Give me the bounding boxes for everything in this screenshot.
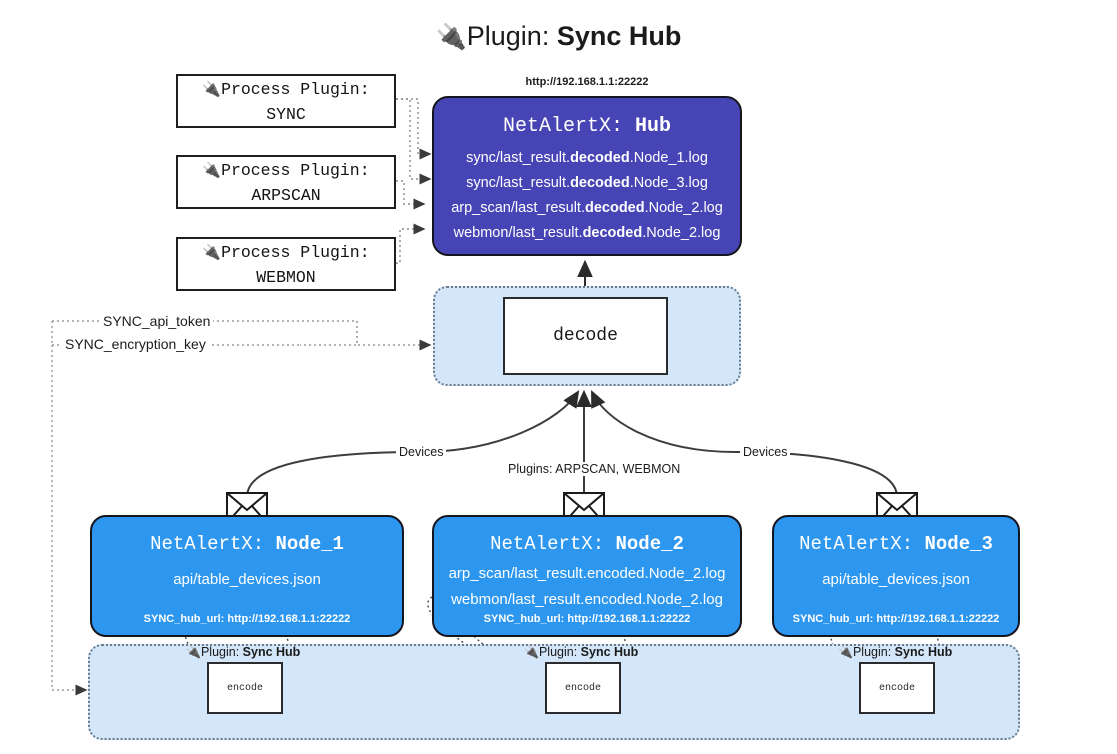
node-resource: webmon/last_result.encoded.Node_2.log xyxy=(451,591,723,608)
plug-icon: 🔌 xyxy=(186,645,201,659)
encode-box-node-2[interactable]: encode xyxy=(545,662,621,714)
hub-resource-line: webmon/last_result.decoded.Node_2.log xyxy=(453,225,721,241)
node-resource: api/table_devices.json xyxy=(173,571,321,588)
plug-icon: 🔌 xyxy=(435,23,467,51)
plug-icon: 🔌 xyxy=(202,161,222,179)
node-resource-list: arp_scan/last_result.encoded.Node_2.log … xyxy=(434,561,740,613)
edge-label-plugins-middle: Plugins: ARPSCAN, WEBMON xyxy=(505,462,684,476)
hub-resource-list: sync/last_result.decoded.Node_1.log sync… xyxy=(434,146,740,246)
hub-resource-line: sync/last_result.decoded.Node_1.log xyxy=(466,150,708,166)
node-resource-list: api/table_devices.json xyxy=(774,567,1018,593)
process-plugin-line1: 🔌Process Plugin: xyxy=(202,243,370,262)
hub-title-name: Hub xyxy=(635,115,672,138)
page-title: 🔌Plugin: Sync Hub xyxy=(0,16,1117,57)
hub-title: NetAlertX: Hub xyxy=(434,116,740,138)
node-hub-url-label: SYNC_hub_url: http://192.168.1.1:22222 xyxy=(792,613,1000,625)
node-box-node-3[interactable]: NetAlertX: Node_3 api/table_devices.json… xyxy=(772,515,1020,637)
process-plugin-line2: ARPSCAN xyxy=(251,186,321,205)
hub-resource-line: sync/last_result.decoded.Node_3.log xyxy=(466,175,708,191)
node-hub-url-label: SYNC_hub_url: http://192.168.1.1:22222 xyxy=(143,613,351,625)
edge-label-devices-right: Devices xyxy=(740,445,791,459)
bottom-plugin-label-2: 🔌Plugin: Sync Hub xyxy=(524,645,639,659)
node-title-prefix: NetAlertX: xyxy=(490,533,616,555)
node-box-node-1[interactable]: NetAlertX: Node_1 api/table_devices.json… xyxy=(90,515,404,637)
hub-resource-line: arp_scan/last_result.decoded.Node_2.log xyxy=(451,200,723,216)
node-title-name: Node_1 xyxy=(275,533,344,555)
encode-box-node-1[interactable]: encode xyxy=(207,662,283,714)
node-title: NetAlertX: Node_1 xyxy=(92,533,402,555)
process-plugin-line2: WEBMON xyxy=(256,268,316,287)
node-resource: api/table_devices.json xyxy=(822,571,970,588)
node-title-prefix: NetAlertX: xyxy=(150,533,276,555)
node-title-name: Node_3 xyxy=(924,533,993,555)
node-resource-list: api/table_devices.json xyxy=(92,567,402,593)
process-plugin-line1: 🔌Process Plugin: xyxy=(202,80,370,99)
encode-box-node-3[interactable]: encode xyxy=(859,662,935,714)
page-title-prefix: Plugin: xyxy=(466,21,557,51)
plug-icon: 🔌 xyxy=(202,80,222,98)
node-box-node-2[interactable]: NetAlertX: Node_2 arp_scan/last_result.e… xyxy=(432,515,742,637)
process-plugin-box-arpscan[interactable]: 🔌Process Plugin: ARPSCAN xyxy=(176,155,396,209)
plug-icon: 🔌 xyxy=(838,645,853,659)
process-plugin-line1: 🔌Process Plugin: xyxy=(202,161,370,180)
hub-node-box[interactable]: NetAlertX: Hub sync/last_result.decoded.… xyxy=(432,96,742,256)
hub-title-prefix: NetAlertX: xyxy=(502,115,635,138)
config-label-api-token: SYNC_api_token xyxy=(100,313,214,329)
plug-icon: 🔌 xyxy=(202,243,222,261)
decode-box[interactable]: decode xyxy=(503,297,668,375)
node-title-name: Node_2 xyxy=(615,533,684,555)
page-title-name: Sync Hub xyxy=(556,21,682,51)
bottom-plugin-label-3: 🔌Plugin: Sync Hub xyxy=(838,645,953,659)
config-label-encryption-key: SYNC_encryption_key xyxy=(62,336,209,352)
plug-icon: 🔌 xyxy=(524,645,539,659)
bottom-plugin-label-1: 🔌Plugin: Sync Hub xyxy=(186,645,301,659)
node-title-prefix: NetAlertX: xyxy=(799,533,925,555)
node-hub-url-label: SYNC_hub_url: http://192.168.1.1:22222 xyxy=(483,613,691,625)
process-plugin-box-sync[interactable]: 🔌Process Plugin: SYNC xyxy=(176,74,396,128)
edge-label-devices-left: Devices xyxy=(396,445,447,459)
node-resource: arp_scan/last_result.encoded.Node_2.log xyxy=(448,565,726,582)
node-title: NetAlertX: Node_3 xyxy=(774,533,1018,555)
node-title: NetAlertX: Node_2 xyxy=(434,533,740,555)
process-plugin-box-webmon[interactable]: 🔌Process Plugin: WEBMON xyxy=(176,237,396,291)
hub-url-label: http://192.168.1.1:22222 xyxy=(525,76,649,88)
process-plugin-line2: SYNC xyxy=(266,105,306,124)
